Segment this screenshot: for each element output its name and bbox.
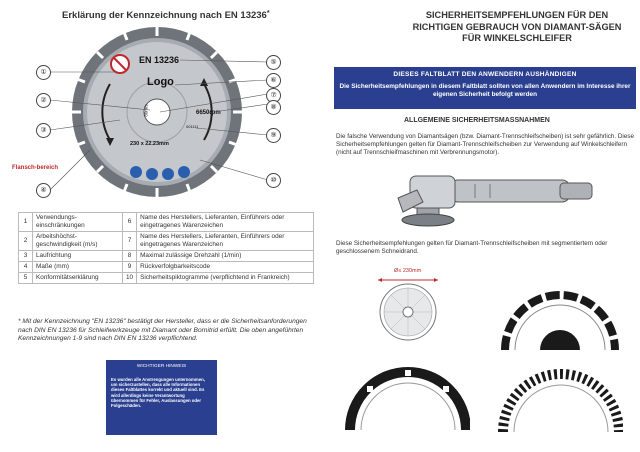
- table-cell: Rückverfolgbarkeitscode: [136, 261, 314, 273]
- table-cell: Arbeitshöchst-geschwindigkeit (m/s): [32, 231, 123, 251]
- turbo-rim-disc-diagram: [498, 369, 623, 433]
- table-cell: Name des Herstellers, Lieferanten, Einfü…: [136, 231, 314, 251]
- disc-standard-label: EN 13236: [139, 55, 180, 65]
- table-cell: 4: [18, 261, 33, 273]
- handout-banner: DIESES FALTBLATT DEN ANWENDERN AUSHÄNDIG…: [334, 67, 636, 109]
- table-cell: 2: [18, 231, 33, 251]
- table-cell: Name des Herstellers, Lieferanten, Einfü…: [136, 212, 314, 232]
- callout-4: ④: [36, 183, 51, 198]
- table-cell: 10: [121, 272, 138, 284]
- closed-rim-disc-diagram: [345, 367, 470, 431]
- banner-text: Die Sicherheitsempfehlungen in diesem Fa…: [339, 83, 631, 99]
- diamond-disc-diagram: [72, 27, 242, 197]
- banner-heading: DIESES FALTBLATT DEN ANWENDERN AUSHÄNDIG…: [393, 71, 577, 78]
- table-row: 1 Verwendungs-einschränkungen 6 Name des…: [18, 212, 314, 232]
- plain-disc-diagram: [378, 278, 438, 341]
- table-cell: 9: [121, 261, 138, 273]
- table-cell: Konformitätserklärung: [32, 272, 123, 284]
- flansch-label: Flansch-bereich: [12, 165, 59, 171]
- table-cell: Maximal zulässige Drehzahl (1/min): [136, 250, 314, 262]
- callout-9: ⑨: [266, 128, 281, 143]
- notice-body: Es wurden alle Anstrengungen unternommen…: [111, 377, 205, 409]
- angle-grinder-illustration: [397, 175, 593, 227]
- table-row: 2 Arbeitshöchst-geschwindigkeit (m/s) 7 …: [18, 231, 314, 251]
- paragraph-misuse: Die falsche Verwendung von Diamantsägen …: [336, 133, 634, 156]
- table-cell: Laufrichtung: [32, 250, 123, 262]
- section-heading: ALLGEMEINE SICHERHEITSMASSNAHMEN: [404, 117, 550, 124]
- callout-5: ⑤: [266, 55, 281, 70]
- footnote: * Mit der Kennzeichnung "EN 13236" bestä…: [18, 318, 307, 343]
- table-cell: Verwendungs-einschränkungen: [32, 212, 123, 232]
- right-page-title: SICHERHEITSEMPFEHLUNGEN FÜR DEN RICHTIGE…: [412, 10, 622, 43]
- important-notice-box: WICHTIGER HINWEIS Es wurden alle Anstren…: [106, 360, 217, 435]
- table-cell: 1: [18, 212, 33, 232]
- table-row: 3 Laufrichtung 8 Maximal zulässige Drehz…: [18, 250, 314, 262]
- left-page-title: Erklärung der Kennzeichnung nach EN 1323…: [62, 10, 270, 21]
- table-cell: 7: [121, 231, 138, 251]
- table-row: 4 Maße (mm) 9 Rückverfolgbarkeitscode: [18, 261, 314, 273]
- callout-3: ③: [36, 123, 51, 138]
- title-footnote-star: *: [266, 10, 270, 17]
- table-cell: 6: [121, 212, 138, 232]
- table-cell: Maße (mm): [32, 261, 123, 273]
- restriction-pictogram-icon: [110, 54, 130, 74]
- table-row: 5 Konformitätserklärung 10 Sicherheitspi…: [18, 272, 314, 284]
- safety-pictogram-icons: [130, 166, 190, 180]
- table-cell: 5: [18, 272, 33, 284]
- table-cell: Sicherheitspiktogramme (verpflichtend in…: [136, 272, 314, 284]
- table-cell: 8: [121, 250, 138, 262]
- callout-8: ⑧: [266, 100, 281, 115]
- diameter-label: Ø≤ 230mm: [394, 268, 422, 274]
- disc-segments: [72, 27, 242, 197]
- callout-1: ①: [36, 65, 51, 80]
- table-cell: 3: [18, 250, 33, 262]
- notice-heading: WICHTIGER HINWEIS: [136, 364, 187, 369]
- segmented-disc-diagram: [501, 291, 619, 351]
- callout-2: ②: [36, 93, 51, 108]
- disc-logo-label: Logo: [147, 76, 174, 88]
- paragraph-scope: Diese Sicherheitsempfehlungen gelten für…: [336, 240, 608, 255]
- disc-traceability-code: 001111: [186, 124, 199, 129]
- callout-10: ⑩: [266, 173, 281, 188]
- disc-size-label: 230 x 22.23mm: [130, 141, 169, 147]
- callout-6: ⑥: [266, 73, 281, 88]
- callout-lines: [49, 59, 269, 191]
- marking-table: 1 Verwendungs-einschränkungen 6 Name des…: [18, 212, 314, 284]
- left-title-text: Erklärung der Kennzeichnung nach EN 1323…: [62, 10, 267, 21]
